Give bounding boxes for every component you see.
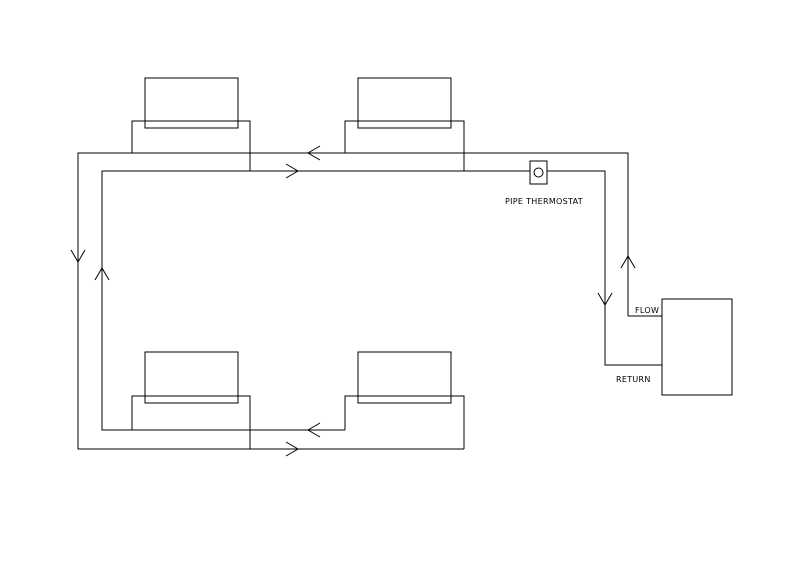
radiator-bottom-right-body xyxy=(357,351,452,404)
pipe-thermostat-body xyxy=(529,160,548,185)
return-label: RETURN xyxy=(616,375,651,384)
arrow-left-top-flow xyxy=(307,145,321,161)
flow-pipe-outer xyxy=(77,152,629,450)
arrow-left-bottom-return xyxy=(307,422,321,438)
radiator-top-right-body xyxy=(357,77,452,129)
radiator-top-right-connection xyxy=(344,120,465,171)
pipe-thermostat-label: PIPE THERMOSTAT xyxy=(505,197,583,206)
radiator-bottom-right-connection xyxy=(344,395,465,449)
radiator-bottom-left-connection xyxy=(131,395,251,449)
arrow-right-top-return xyxy=(285,163,299,179)
radiator-bottom-left-body xyxy=(144,351,239,404)
pipe-thermostat xyxy=(529,160,548,185)
radiator-bottom-left xyxy=(131,351,251,449)
radiator-bottom-right xyxy=(344,351,465,449)
arrow-down-return-riser xyxy=(597,292,613,306)
radiator-top-right xyxy=(344,77,465,171)
return-pipe-inner xyxy=(101,170,662,431)
radiator-top-left xyxy=(131,77,251,171)
pipe-thermostat-dial xyxy=(533,167,544,178)
radiator-top-left-connection xyxy=(131,120,251,171)
arrow-up-flow-riser xyxy=(620,255,636,269)
arrow-right-bottom-flow xyxy=(285,441,299,457)
flow-label: FLOW xyxy=(635,306,659,315)
radiator-top-left-body xyxy=(144,77,239,129)
arrow-down-left-flow xyxy=(70,249,86,263)
arrow-up-left-return xyxy=(94,267,110,281)
boiler xyxy=(661,298,733,396)
